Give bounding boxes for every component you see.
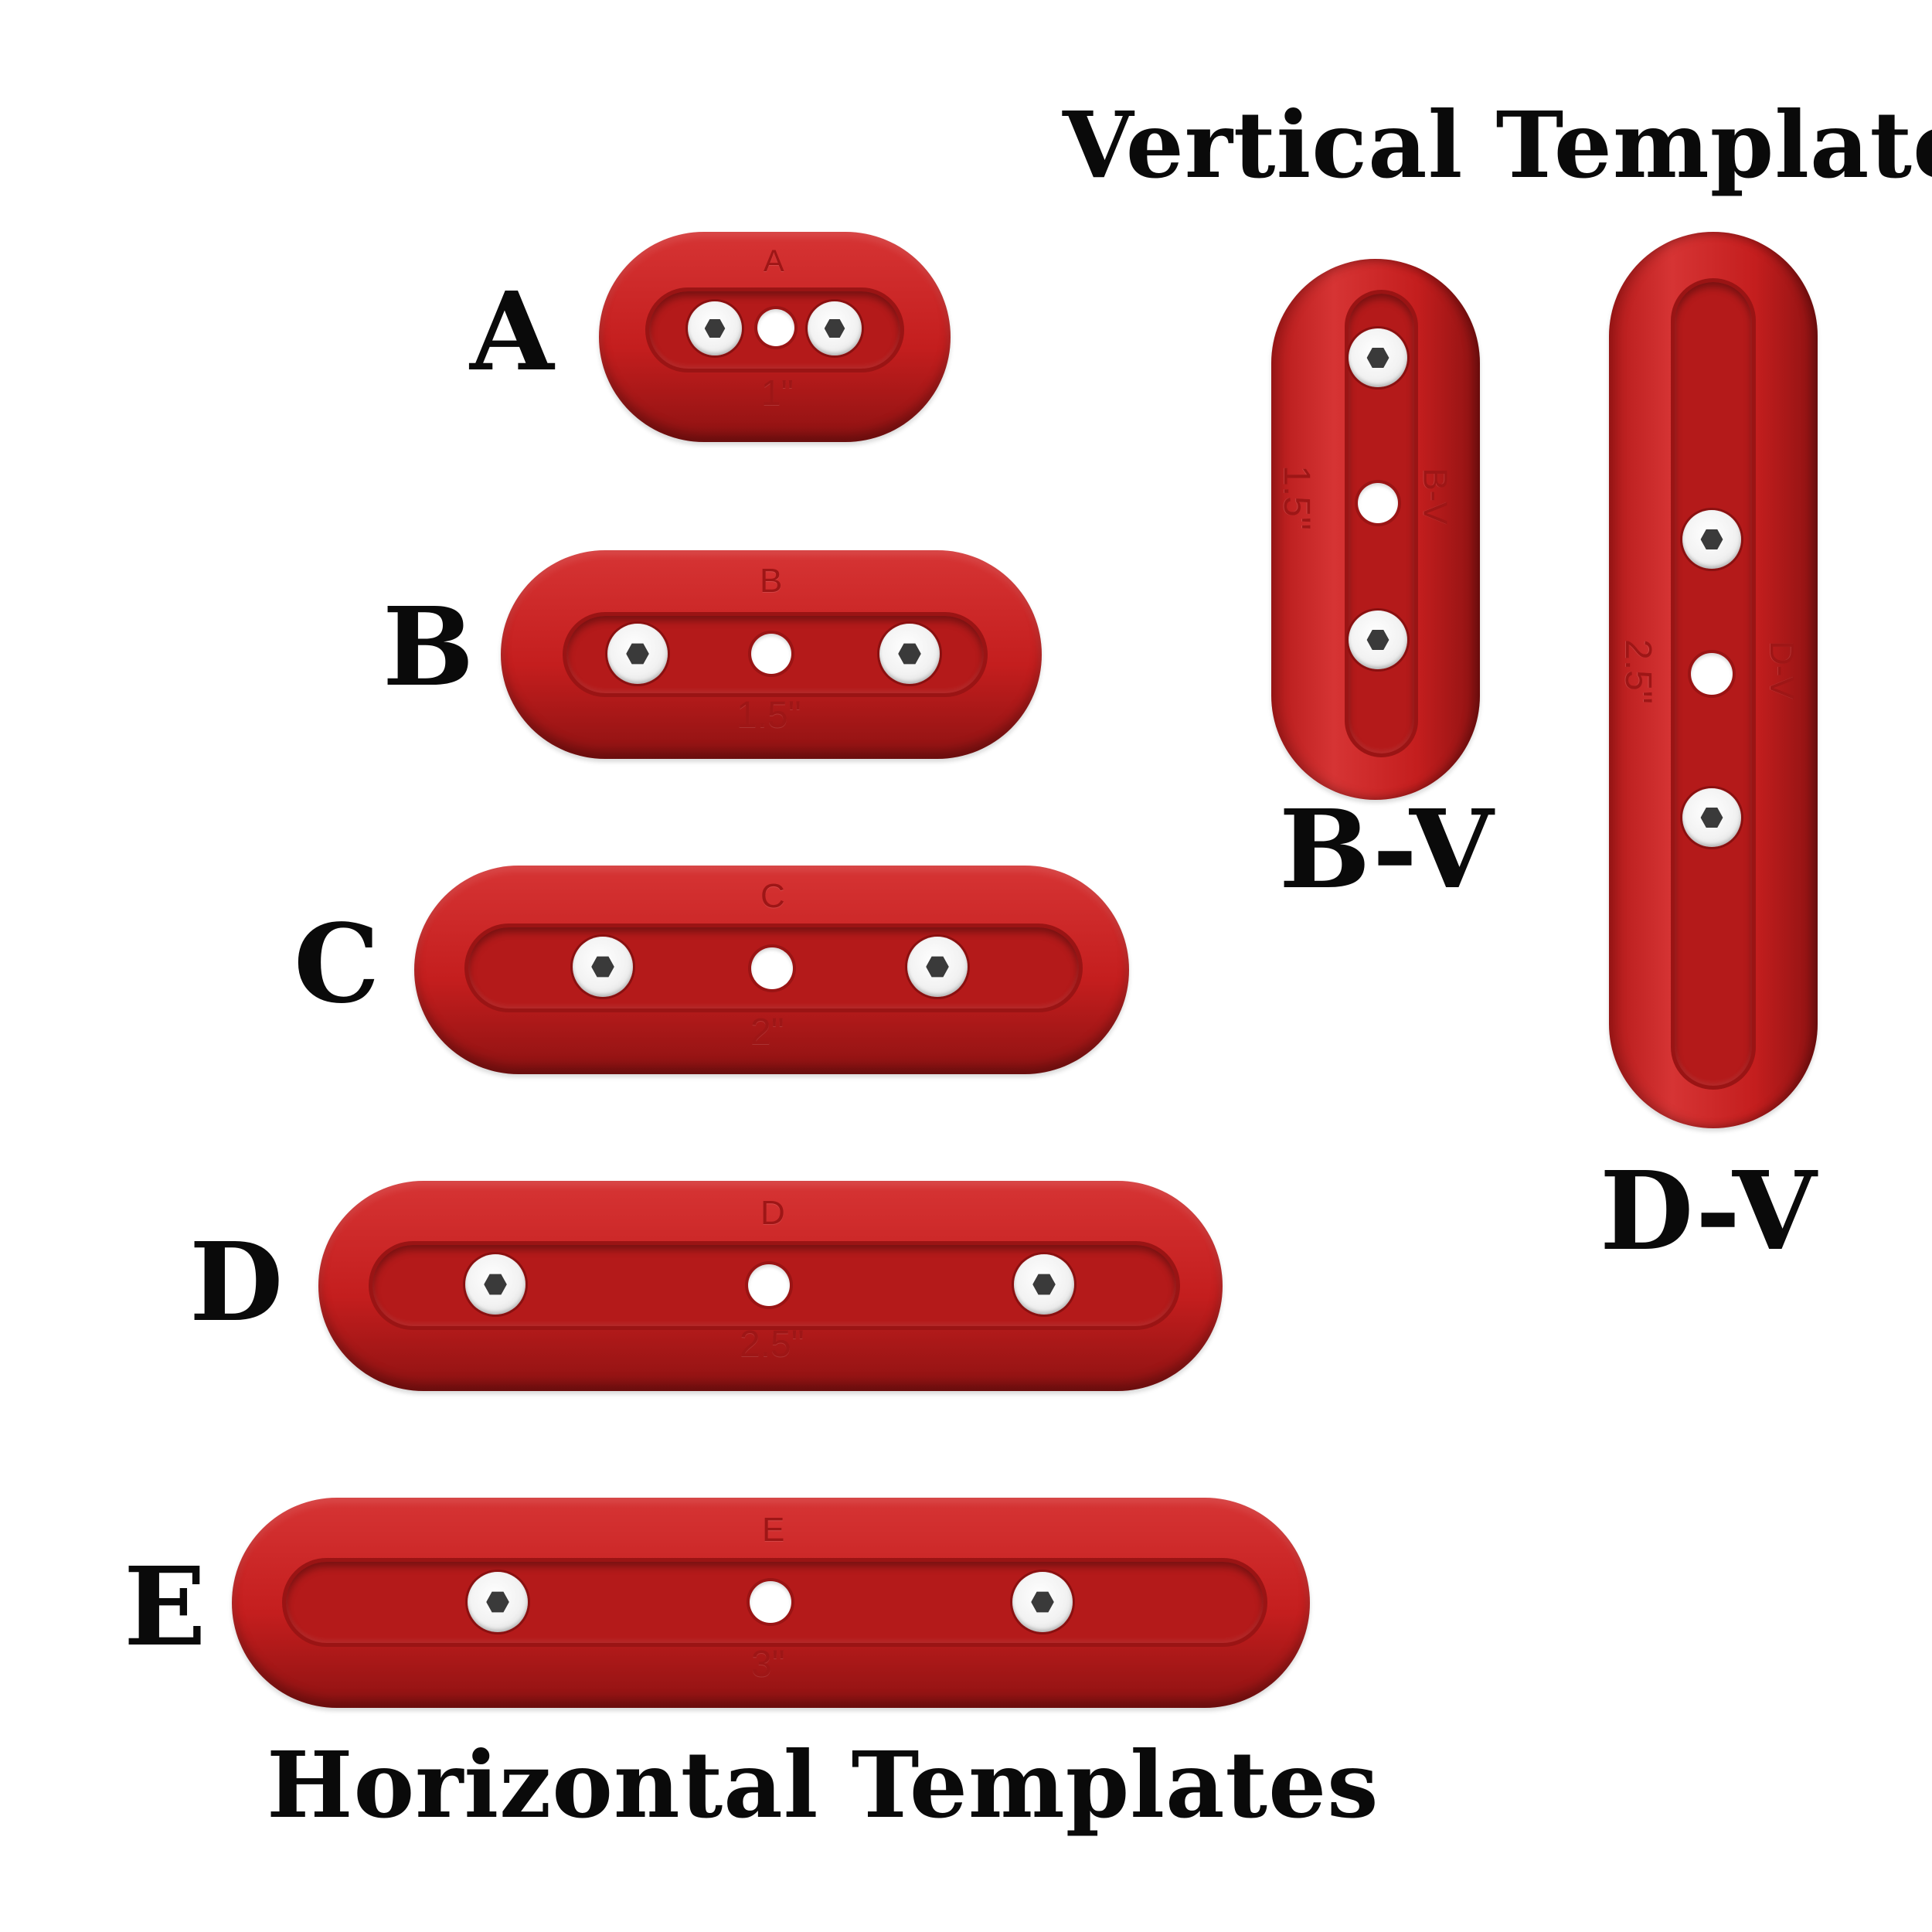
screw-icon	[465, 1254, 526, 1315]
center-hole	[751, 634, 791, 674]
size-marking: 2.5"	[1617, 639, 1658, 704]
label-a: A	[470, 269, 554, 396]
label-b: B	[383, 584, 474, 711]
size-marking: 2.5"	[740, 1324, 804, 1365]
engraved-letter: D	[760, 1194, 785, 1232]
screw-icon	[907, 937, 968, 997]
size-marking: 1.5"	[736, 695, 801, 736]
screw-icon	[1349, 328, 1407, 387]
center-hole	[1358, 483, 1398, 523]
label-d: D	[189, 1219, 284, 1346]
template-d-v: 2.5" D-V	[1609, 232, 1818, 1128]
engraved-letter: B	[760, 562, 783, 600]
size-marking: 2"	[750, 1012, 784, 1053]
screw-icon	[808, 301, 862, 355]
engraved-letter: D-V	[1762, 641, 1801, 699]
vertical-templates-heading: Vertical Templates	[1063, 91, 1932, 199]
screw-icon	[1682, 788, 1741, 847]
template-d: D 2.5"	[318, 1181, 1223, 1391]
engraved-letter: B-V	[1416, 468, 1454, 525]
label-c: C	[294, 901, 380, 1028]
screw-icon	[1682, 510, 1741, 569]
screw-icon	[688, 301, 742, 355]
template-a: A 1"	[599, 232, 951, 442]
screw-icon	[1014, 1254, 1074, 1315]
engraved-letter: A	[764, 244, 784, 278]
screw-icon	[607, 624, 668, 684]
screw-icon	[879, 624, 940, 684]
size-marking: 1"	[761, 372, 794, 413]
size-marking: 1.5"	[1275, 465, 1317, 530]
label-bv: B-V	[1279, 787, 1494, 913]
template-c: C 2"	[414, 866, 1129, 1074]
engraved-letter: E	[762, 1511, 785, 1549]
label-e: E	[124, 1544, 206, 1671]
center-hole	[748, 1264, 790, 1306]
screw-icon	[1012, 1572, 1073, 1632]
horizontal-templates-heading: Horizontal Templates	[267, 1731, 1379, 1838]
engraved-letter: C	[760, 877, 785, 915]
screw-icon	[573, 937, 633, 997]
template-e: E 3"	[232, 1498, 1310, 1708]
center-hole	[1691, 653, 1733, 695]
screw-icon	[468, 1572, 528, 1632]
center-hole	[751, 947, 793, 989]
label-dv: D-V	[1600, 1148, 1817, 1275]
template-b: B 1.5"	[501, 550, 1042, 759]
center-hole	[750, 1581, 791, 1623]
screw-icon	[1349, 611, 1407, 669]
size-marking: 3"	[751, 1644, 785, 1685]
template-b-v: 1.5" B-V	[1271, 259, 1480, 800]
center-hole	[757, 309, 794, 346]
